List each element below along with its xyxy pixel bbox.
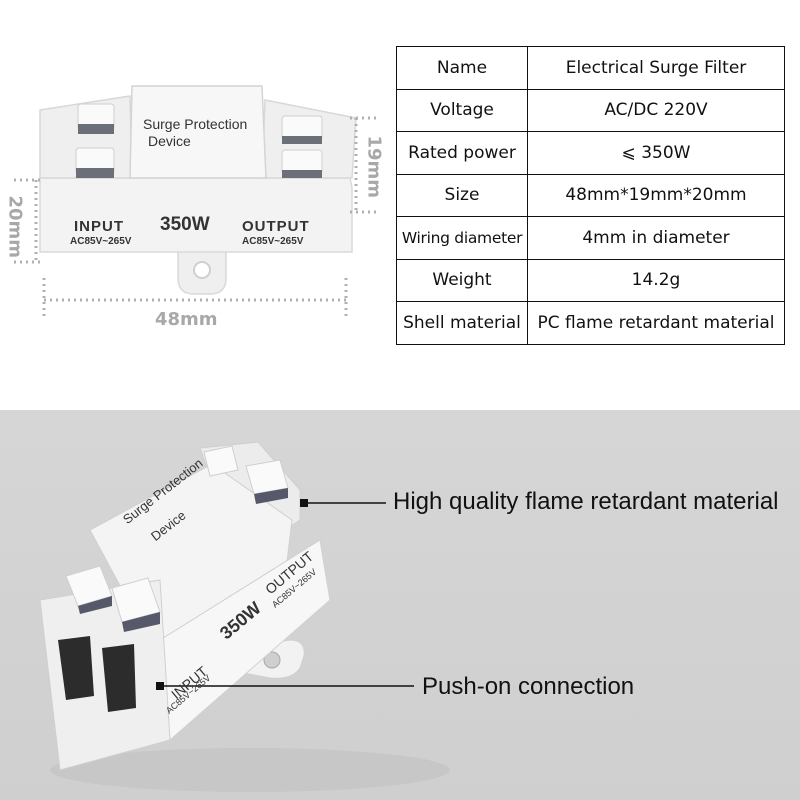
spec-value: Electrical Surge Filter [527,46,785,90]
spec-label: Voltage [396,88,528,132]
device-front-title-2: Device [148,133,191,149]
spec-value: AC/DC 220V [527,88,785,132]
spec-value: 14.2g [527,258,785,302]
dimension-depth-label: 19mm [363,135,385,199]
spec-label: Wiring diameter [396,216,528,260]
spec-label: Rated power [396,131,528,175]
spec-value: ⩽ 350W [527,131,785,175]
spec-label: Name [396,46,528,90]
device-front-view [39,85,357,295]
table-row: Rated power⩽ 350W [396,131,785,175]
device-angled-view [39,441,450,792]
device-front-title-1: Surge Protection [143,116,248,132]
spec-label: Size [396,173,528,217]
spec-value: PC flame retardant material [527,301,785,345]
callout-connection: Push-on connection [422,673,635,700]
dimension-width-label: 48mm [155,309,218,330]
spec-label: Shell material [396,301,528,345]
device-front-output: OUTPUT [242,218,310,235]
device-front-range-out: AC85V~265V [242,236,304,247]
device-front-range-in: AC85V~265V [70,236,132,247]
callout-lines [156,499,414,690]
spec-value: 4mm in diameter [527,216,785,260]
device-front-input: INPUT [74,218,124,235]
dimension-lines [14,116,380,318]
dimension-height-label: 20mm [4,195,26,259]
spec-label: Weight [396,258,528,302]
callout-material: High quality flame retardant material [393,488,779,515]
device-front-power: 350W [160,214,210,235]
spec-value: 48mm*19mm*20mm [527,173,785,217]
